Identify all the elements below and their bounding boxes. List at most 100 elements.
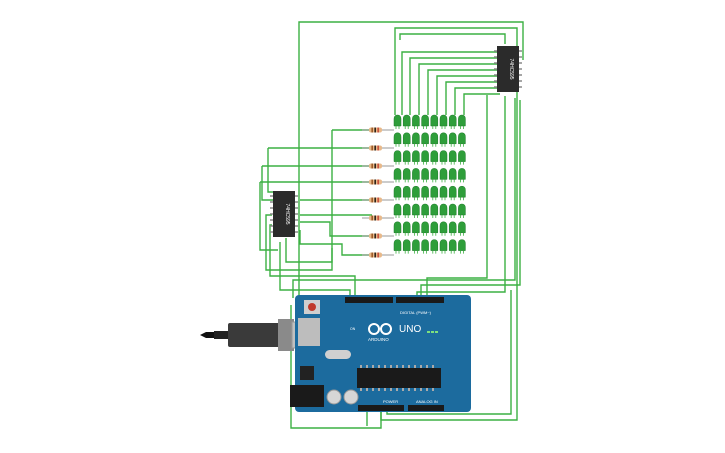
shift-register-left-label: 74HC595 xyxy=(284,203,290,224)
arduino-infinity-logo xyxy=(368,323,392,335)
power-jack-icon xyxy=(290,385,324,407)
led[interactable] xyxy=(439,168,448,183)
led[interactable] xyxy=(448,168,457,183)
led[interactable] xyxy=(430,132,439,147)
led[interactable] xyxy=(393,150,402,165)
board-logo-text: UNO xyxy=(399,324,421,335)
power-label: POWER xyxy=(383,399,398,404)
on-label: ON xyxy=(350,327,356,331)
led[interactable] xyxy=(412,150,420,165)
led[interactable] xyxy=(439,239,448,254)
reset-button-cap xyxy=(308,303,316,311)
led[interactable] xyxy=(393,132,402,147)
led[interactable] xyxy=(439,203,448,218)
led[interactable] xyxy=(412,132,420,147)
led[interactable] xyxy=(402,203,411,218)
led[interactable] xyxy=(421,114,429,129)
shift-register-top[interactable]: 74HC595 xyxy=(494,46,522,92)
resistor[interactable] xyxy=(362,252,394,258)
led[interactable] xyxy=(421,203,429,218)
led[interactable] xyxy=(402,132,411,147)
led[interactable] xyxy=(458,132,466,147)
led[interactable] xyxy=(430,203,439,218)
resistor[interactable] xyxy=(362,163,394,169)
led[interactable] xyxy=(458,203,466,218)
led[interactable] xyxy=(458,239,466,254)
board-brand-text: ARDUINO xyxy=(368,337,389,342)
led[interactable] xyxy=(402,150,411,165)
led[interactable] xyxy=(402,185,411,201)
led[interactable] xyxy=(430,150,439,165)
power-header[interactable] xyxy=(358,405,404,411)
led[interactable] xyxy=(393,114,402,129)
arduino-uno-board[interactable]: UNO ARDUINO DIGITAL (PWM~) POWER ANALOG … xyxy=(290,295,471,412)
led[interactable] xyxy=(439,114,448,129)
led[interactable] xyxy=(448,185,457,201)
led[interactable] xyxy=(393,221,402,236)
led[interactable] xyxy=(439,132,448,147)
led[interactable] xyxy=(393,239,402,254)
status-leds xyxy=(427,331,438,333)
resistor[interactable] xyxy=(362,197,394,203)
led[interactable] xyxy=(412,239,420,254)
led[interactable] xyxy=(448,221,457,236)
led[interactable] xyxy=(402,168,411,183)
led[interactable] xyxy=(412,185,420,201)
led[interactable] xyxy=(412,168,420,183)
led[interactable] xyxy=(430,221,439,236)
led[interactable] xyxy=(402,239,411,254)
led[interactable] xyxy=(402,114,411,129)
led[interactable] xyxy=(439,221,448,236)
led[interactable] xyxy=(402,221,411,236)
crystal xyxy=(325,350,351,359)
led[interactable] xyxy=(393,185,402,201)
led[interactable] xyxy=(458,221,466,236)
led[interactable] xyxy=(430,114,439,129)
wires xyxy=(259,21,524,429)
led[interactable] xyxy=(430,168,439,183)
led[interactable] xyxy=(421,239,429,254)
led[interactable] xyxy=(430,185,439,201)
led[interactable] xyxy=(412,114,420,129)
led[interactable] xyxy=(430,239,439,254)
led[interactable] xyxy=(458,185,466,201)
resistor[interactable] xyxy=(362,233,394,239)
led[interactable] xyxy=(448,150,457,165)
led[interactable] xyxy=(421,168,429,183)
led[interactable] xyxy=(448,132,457,147)
led[interactable] xyxy=(412,203,420,218)
shift-register-left[interactable]: 74HC595 xyxy=(270,191,298,237)
led[interactable] xyxy=(421,150,429,165)
led[interactable] xyxy=(421,132,429,147)
resistor[interactable] xyxy=(362,179,394,185)
resistor[interactable] xyxy=(362,127,394,133)
led[interactable] xyxy=(393,168,402,183)
resistor[interactable] xyxy=(362,215,394,221)
led[interactable] xyxy=(439,185,448,201)
usb-jack xyxy=(298,318,320,346)
led[interactable] xyxy=(458,168,466,183)
voltage-regulator xyxy=(300,366,314,380)
digital-label: DIGITAL (PWM~) xyxy=(400,310,432,315)
analog-label: ANALOG IN xyxy=(416,399,438,404)
resistor-column xyxy=(362,127,394,258)
digital-header-right[interactable] xyxy=(396,297,444,303)
digital-header-left[interactable] xyxy=(345,297,393,303)
resistor[interactable] xyxy=(362,145,394,151)
led[interactable] xyxy=(458,114,466,129)
led[interactable] xyxy=(448,239,457,254)
analog-header[interactable] xyxy=(408,405,444,411)
led[interactable] xyxy=(439,150,448,165)
led[interactable] xyxy=(458,150,466,165)
capacitor-icon xyxy=(326,389,342,405)
led[interactable] xyxy=(448,203,457,218)
shift-register-top-label: 74HC595 xyxy=(508,58,514,79)
capacitor-icon xyxy=(343,389,359,405)
led[interactable] xyxy=(421,221,429,236)
atmega-chip xyxy=(357,368,441,388)
led[interactable] xyxy=(393,203,402,218)
led[interactable] xyxy=(421,185,429,201)
led[interactable] xyxy=(412,221,420,236)
led[interactable] xyxy=(448,114,457,129)
